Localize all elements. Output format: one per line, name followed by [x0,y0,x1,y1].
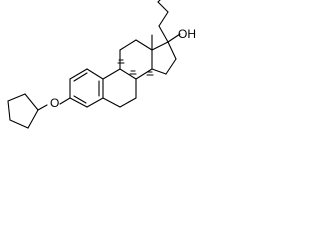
cyclopentyl-ring [7,93,39,129]
ring-c [119,39,153,80]
structure-canvas: O [0,0,203,139]
ether-oxygen-label: O [50,96,59,110]
oxygen-aromatic-bond [59,97,71,105]
ring-b [102,68,137,108]
stereo-hashes [117,59,154,76]
aromatic-ring-a [69,68,104,108]
butyl-chain [157,0,169,43]
molecule-drawing: O [7,0,196,129]
hydroxyl-label: OH [178,27,196,41]
cyclopentyl-oxygen-bond [37,104,48,111]
hydroxyl-bond [167,33,181,43]
ring-d [151,41,177,75]
